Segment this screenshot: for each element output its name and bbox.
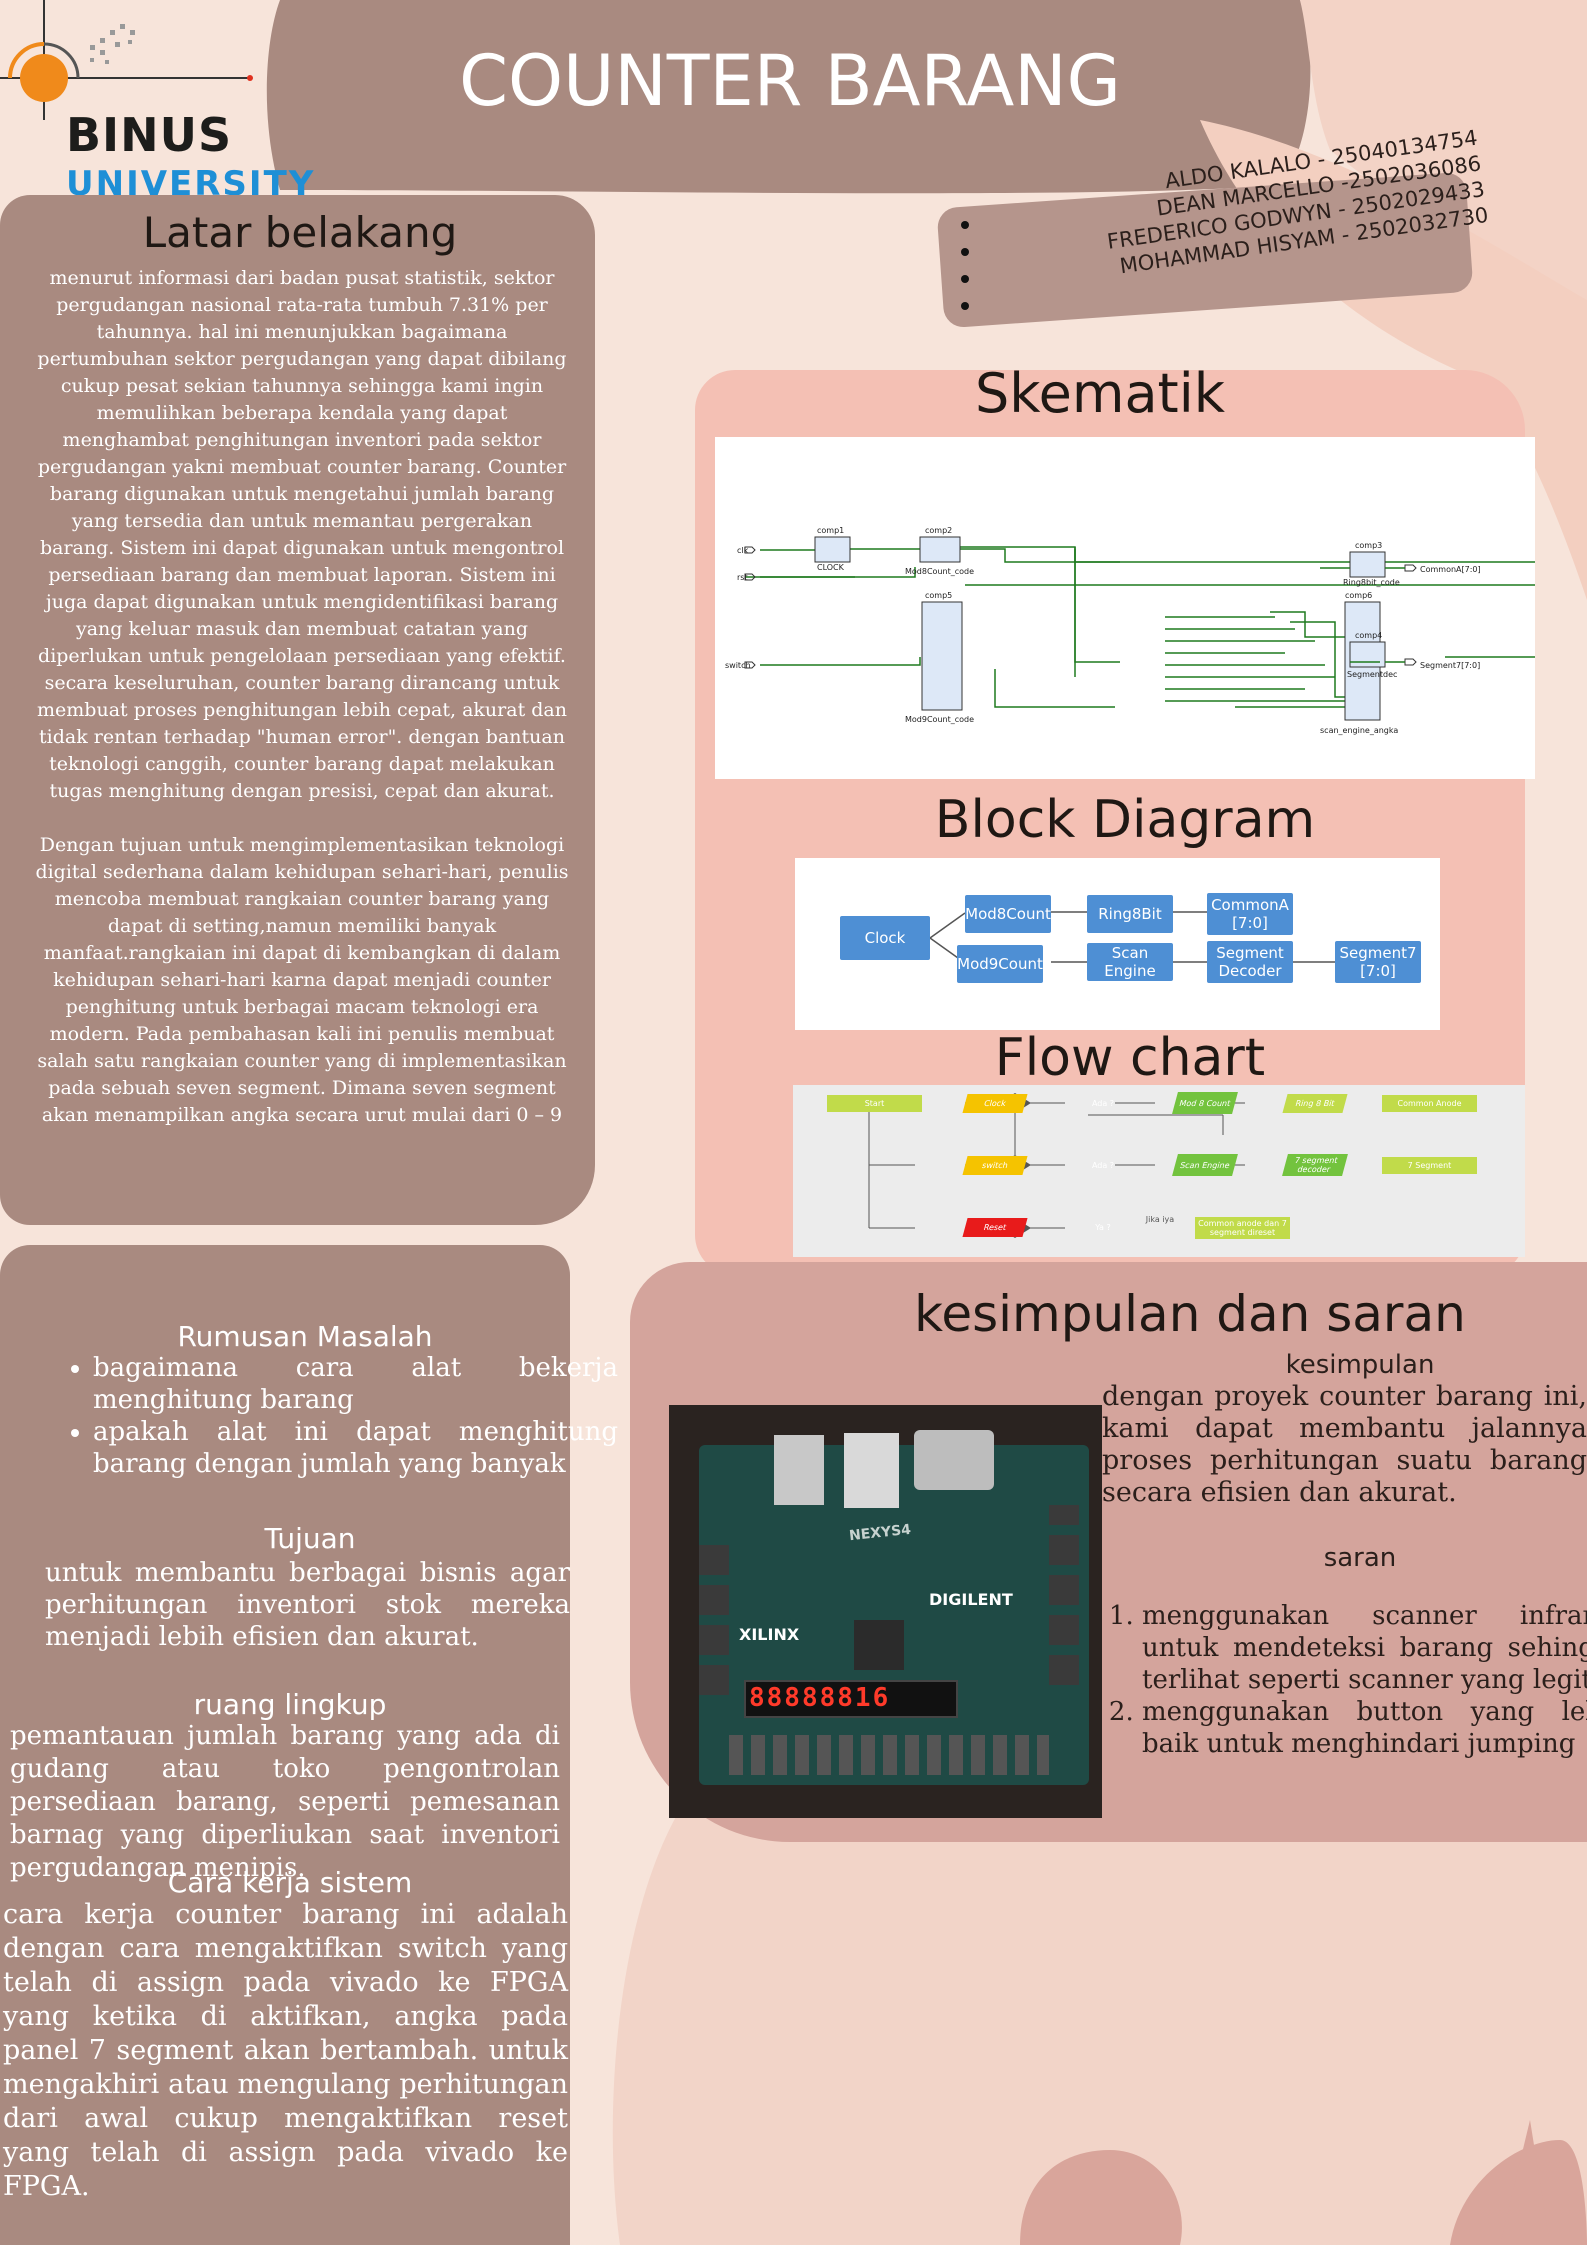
saran-list: menggunakan scanner infrared untuk mende… xyxy=(1102,1600,1587,1760)
tujuan-title: Tujuan xyxy=(264,1522,356,1555)
latar-paragraph-2: Dengan tujuan untuk mengimplementasikan … xyxy=(35,834,569,1126)
sch-comp1-label: comp1 xyxy=(817,526,844,535)
skematik-title: Skematik xyxy=(975,362,1225,425)
block-diagram-title: Block Diagram xyxy=(934,790,1316,850)
saran-subtitle: saran xyxy=(1323,1543,1397,1573)
sch-comp5-label: comp5 xyxy=(925,591,952,600)
sch-comp3-label: comp3 xyxy=(1355,541,1382,550)
latar-paragraph-1: menurut informasi dari badan pusat stati… xyxy=(37,267,567,802)
tujuan-text: untuk membantu berbagai bisnis agar perh… xyxy=(45,1558,570,1652)
flow-start: Start xyxy=(827,1095,922,1112)
sch-ring-label: Ring8bit_code xyxy=(1343,578,1400,587)
latar-belakang-panel xyxy=(0,195,595,1225)
latar-belakang-title: Latar belakang xyxy=(142,208,458,257)
rumusan-panel xyxy=(0,1245,570,2245)
cara-kerja-title: Cara kerja sistem xyxy=(167,1866,413,1899)
sch-mod9-label: Mod9Count_code xyxy=(905,715,974,724)
board-seven-segment-display: 88888816 xyxy=(749,1683,891,1713)
block-clock: Clock xyxy=(840,916,930,960)
flow-reset-note: Common anode dan 7 segment direset xyxy=(1195,1217,1290,1239)
flow-segment-decoder: 7 segment decoder xyxy=(1282,1154,1348,1176)
flow-clock: Clock xyxy=(962,1094,1028,1113)
flow-chart-title: Flow chart xyxy=(994,1028,1266,1088)
sch-clock-label: CLOCK xyxy=(817,563,845,572)
rumusan-item: apakah alat ini dapat menghitung barang … xyxy=(93,1416,618,1480)
bullet-dots-icon xyxy=(961,221,969,310)
sch-comp6-label: comp6 xyxy=(1345,591,1372,600)
flow-scan-engine: Scan Engine xyxy=(1172,1154,1238,1176)
sch-scan-label: scan_engine_angka xyxy=(1320,726,1398,735)
flow-switch: switch xyxy=(962,1156,1028,1175)
rumusan-list: bagaimana cara alat bekerja menghitung b… xyxy=(45,1352,618,1480)
fpga-board-photo: XILINX DIGILENT NEXYS4 88888816 xyxy=(669,1405,1102,1818)
sch-clk-label: clk xyxy=(737,546,749,555)
flow-7-segment: 7 Segment xyxy=(1382,1157,1477,1174)
rumusan-item: bagaimana cara alat bekerja menghitung b… xyxy=(93,1352,618,1416)
flow-ring8bit: Ring 8 Bit xyxy=(1282,1094,1348,1113)
board-xilinx-label: XILINX xyxy=(739,1625,800,1644)
block-ring8bit: Ring8Bit xyxy=(1087,895,1173,933)
flow-common-anode: Common Anode xyxy=(1382,1095,1477,1112)
page-title: COUNTER BARANG xyxy=(459,40,1121,122)
block-commona: CommonA [7:0] xyxy=(1207,893,1293,935)
kesimpulan-text: dengan proyek counter barang ini, kami d… xyxy=(1102,1381,1587,1508)
ruang-lingkup-text: pemantauan jumlah barang yang ada di gud… xyxy=(10,1721,560,1883)
logo-text-binus: BINUS xyxy=(66,108,233,162)
rumusan-title: Rumusan Masalah xyxy=(177,1320,433,1353)
sch-outA-label: CommonA[7:0] xyxy=(1420,565,1481,574)
skematik-image xyxy=(715,437,1535,779)
sch-rst-label: rst xyxy=(737,573,748,582)
latar-belakang-text: menurut informasi dari badan pusat stati… xyxy=(32,265,572,1129)
block-mod8count: Mod8Count xyxy=(965,895,1051,933)
flow-ada-1: Ada ? xyxy=(1091,1099,1115,1108)
flow-ya: Ya ? xyxy=(1095,1223,1111,1232)
saran-item: menggunakan button yang lebih baik untuk… xyxy=(1142,1696,1587,1760)
saran-item: menggunakan scanner infrared untuk mende… xyxy=(1142,1600,1587,1696)
kesimpulan-title: kesimpulan dan saran xyxy=(914,1285,1466,1343)
block-scan-engine: Scan Engine xyxy=(1087,943,1173,981)
board-brand-label: DIGILENT xyxy=(929,1590,1013,1609)
block-segment-decoder: Segment Decoder xyxy=(1207,941,1293,983)
flow-jika-iya: Jika iya xyxy=(1145,1214,1175,1224)
flow-mod8: Mod 8 Count xyxy=(1172,1092,1238,1114)
kesimpulan-subtitle: kesimpulan xyxy=(1285,1350,1435,1380)
cara-kerja-text: cara kerja counter barang ini adalah den… xyxy=(3,1899,568,2202)
sch-segdec-label: Segmentdec xyxy=(1347,670,1397,679)
sch-switch-label: switch xyxy=(725,661,751,670)
sch-comp2-label: comp2 xyxy=(925,526,952,535)
sch-comp4-label: comp4 xyxy=(1355,631,1382,640)
schematic-diagram: clk rst switch comp1 CLOCK comp2 Mod8Cou… xyxy=(725,526,1535,735)
sch-outS-label: Segment7[7:0] xyxy=(1420,661,1480,670)
sch-mod8-label: Mod8Count_code xyxy=(905,567,974,576)
block-mod9count: Mod9Count xyxy=(957,945,1043,983)
block-diagram-connectors xyxy=(929,911,1335,964)
block-segment7: Segment7 [7:0] xyxy=(1335,941,1421,983)
binus-logo-icon xyxy=(0,0,253,120)
flow-reset: Reset xyxy=(962,1218,1028,1237)
ruang-lingkup-title: ruang lingkup xyxy=(193,1688,387,1721)
flow-ada-2: Ada ? xyxy=(1091,1161,1115,1170)
